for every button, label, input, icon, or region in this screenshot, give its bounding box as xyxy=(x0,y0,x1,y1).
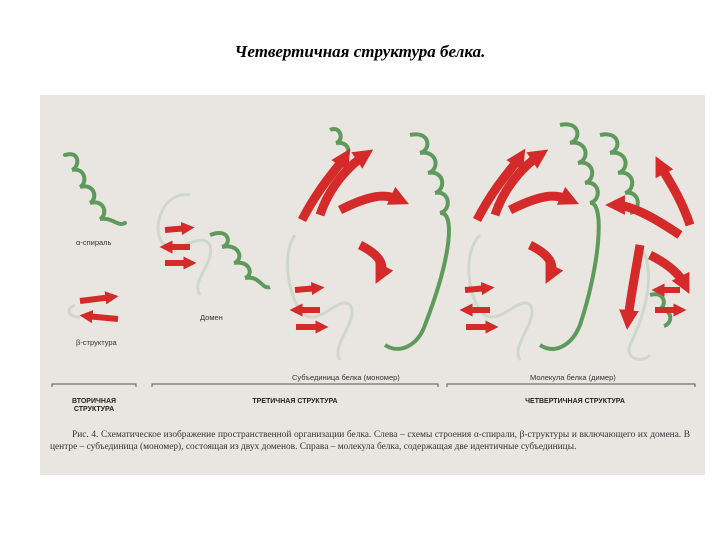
slide-title: Четвертичная структура белка. xyxy=(234,42,486,61)
monomer-drawing xyxy=(286,127,451,361)
domain-label: Домен xyxy=(200,313,223,322)
structure-illustration xyxy=(51,122,696,387)
beta-structure-label: β-структура xyxy=(76,338,117,347)
dimer-label: Молекула белка (димер) xyxy=(530,373,616,382)
domain-drawing xyxy=(156,193,271,296)
secondary-structure-caption: ВТОРИЧНАЯ СТРУКТУРА xyxy=(71,398,117,413)
dimer-drawing xyxy=(459,122,695,361)
category-brackets xyxy=(51,383,696,387)
alpha-helix-drawing xyxy=(63,152,127,226)
beta-structure-drawing xyxy=(67,291,119,324)
alpha-helix-label: α-спираль xyxy=(76,238,112,247)
quaternary-structure-caption: ЧЕТВЕРТИЧНАЯ СТРУКТУРА xyxy=(525,398,625,405)
monomer-label: Субъединица белка (мономер) xyxy=(292,373,400,382)
figure-caption: Рис. 4. Схематическое изображение простр… xyxy=(50,430,690,452)
side-note xyxy=(9,105,15,106)
tertiary-structure-caption: ТРЕТИЧНАЯ СТРУКТУРА xyxy=(252,398,338,405)
protein-structure-figure: α-спираль β-структура Домен Субъединица … xyxy=(40,95,705,475)
